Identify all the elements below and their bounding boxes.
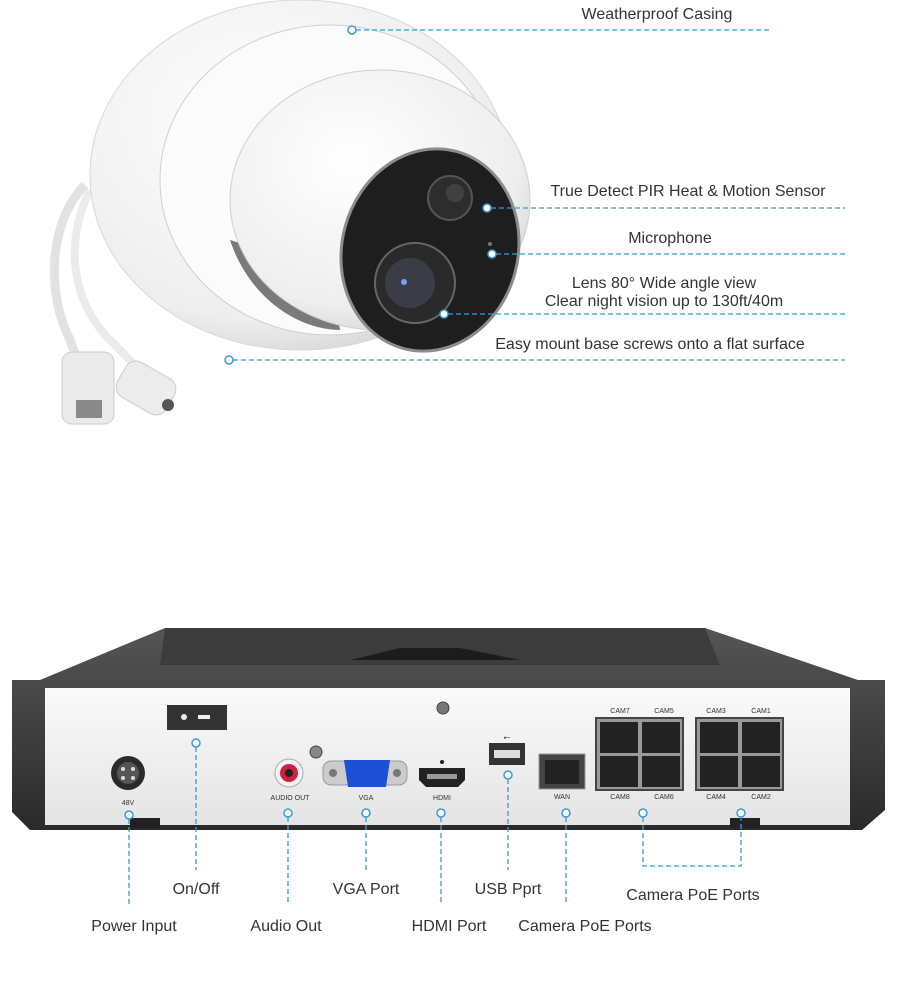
poe-port-cam6 bbox=[642, 756, 680, 787]
power-switch bbox=[167, 705, 227, 730]
hdmi-label: HDMI bbox=[433, 795, 451, 802]
callout-camera-poe-ports: Camera PoE Ports bbox=[626, 887, 759, 904]
poe-port-block-right bbox=[695, 717, 784, 791]
poe-port-cam5 bbox=[642, 722, 680, 753]
audio-out-label: AUDIO OUT bbox=[271, 795, 311, 802]
poe-port-block-left bbox=[595, 717, 684, 791]
nvr-callouts: Power Input On/Off Audio Out VGA Port HD… bbox=[91, 738, 760, 935]
callout-mount-base: Easy mount base screws onto a flat surfa… bbox=[495, 336, 805, 353]
cam5-label: CAM5 bbox=[654, 708, 674, 715]
poe-port-cam3 bbox=[700, 722, 738, 753]
callout-usb-port: USB Pprt bbox=[475, 881, 542, 898]
poe-port-cam1 bbox=[742, 722, 780, 753]
cam6-label: CAM6 bbox=[654, 794, 674, 801]
callout-weatherproof-casing: Weatherproof Casing bbox=[582, 6, 733, 23]
callout-dot bbox=[347, 25, 357, 35]
callout-vga-port: VGA Port bbox=[333, 881, 400, 898]
cam3-label: CAM3 bbox=[706, 708, 726, 715]
cam1-label: CAM1 bbox=[751, 708, 771, 715]
poe-port-cam8 bbox=[600, 756, 638, 787]
cam7-label: CAM7 bbox=[610, 708, 630, 715]
nvr-recorder: 48V AUDIO OUT VGA HDMI ⭠ WAN bbox=[12, 628, 885, 830]
dome-camera bbox=[49, 0, 531, 425]
poe-port-cam4 bbox=[700, 756, 738, 787]
cam2-label: CAM2 bbox=[751, 794, 771, 801]
callout-pir-sensor: True Detect PIR Heat & Motion Sensor bbox=[550, 183, 826, 200]
callout-on-off: On/Off bbox=[173, 881, 220, 898]
microphone-hole bbox=[488, 242, 492, 246]
usb-icon: ⭠ bbox=[503, 732, 510, 742]
camera-callouts: Weatherproof Casing True Detect PIR Heat… bbox=[224, 6, 845, 365]
power-rating-label: 48V bbox=[122, 800, 135, 807]
vga-port bbox=[344, 760, 390, 787]
callout-hdmi-port: HDMI Port bbox=[412, 918, 487, 935]
callout-audio-out: Audio Out bbox=[250, 918, 322, 935]
callout-lens-line1: Lens 80° Wide angle view bbox=[572, 275, 757, 292]
callout-microphone: Microphone bbox=[628, 230, 712, 247]
callout-lens-line2: Clear night vision up to 130ft/40m bbox=[545, 293, 783, 310]
cam4-label: CAM4 bbox=[706, 794, 726, 801]
poe-port-cam2 bbox=[742, 756, 780, 787]
wan-label: WAN bbox=[554, 794, 570, 801]
poe-port-cam7 bbox=[600, 722, 638, 753]
cam8-label: CAM8 bbox=[610, 794, 630, 801]
callout-wan-poe-ports: Camera PoE Ports bbox=[518, 918, 651, 935]
callout-power-input: Power Input bbox=[91, 918, 177, 935]
vga-label: VGA bbox=[359, 795, 374, 802]
